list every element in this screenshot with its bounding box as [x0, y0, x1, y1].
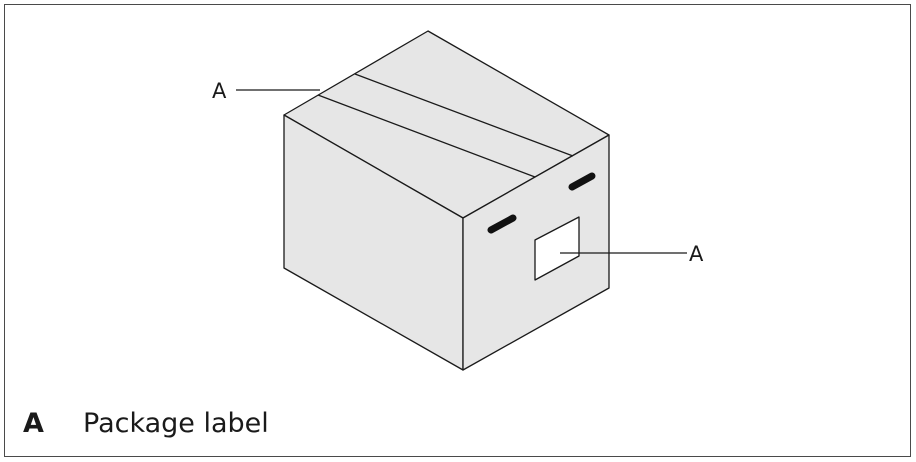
- hand-hole-right-icon: [568, 172, 596, 191]
- callout-letter-label: A: [689, 242, 704, 266]
- package-label: [534, 216, 580, 281]
- legend-row: A Package label: [23, 408, 269, 439]
- legend-description: Package label: [83, 408, 269, 439]
- callout-letter-top: A: [212, 79, 227, 103]
- figure-frame: [4, 4, 911, 457]
- tape-seam-left: [317, 94, 536, 178]
- cardboard-box: [283, 30, 610, 371]
- legend-key: A: [23, 408, 44, 439]
- hand-hole-left-icon: [487, 214, 517, 234]
- hand-holes: [487, 172, 596, 234]
- tape-seam-right: [354, 73, 574, 157]
